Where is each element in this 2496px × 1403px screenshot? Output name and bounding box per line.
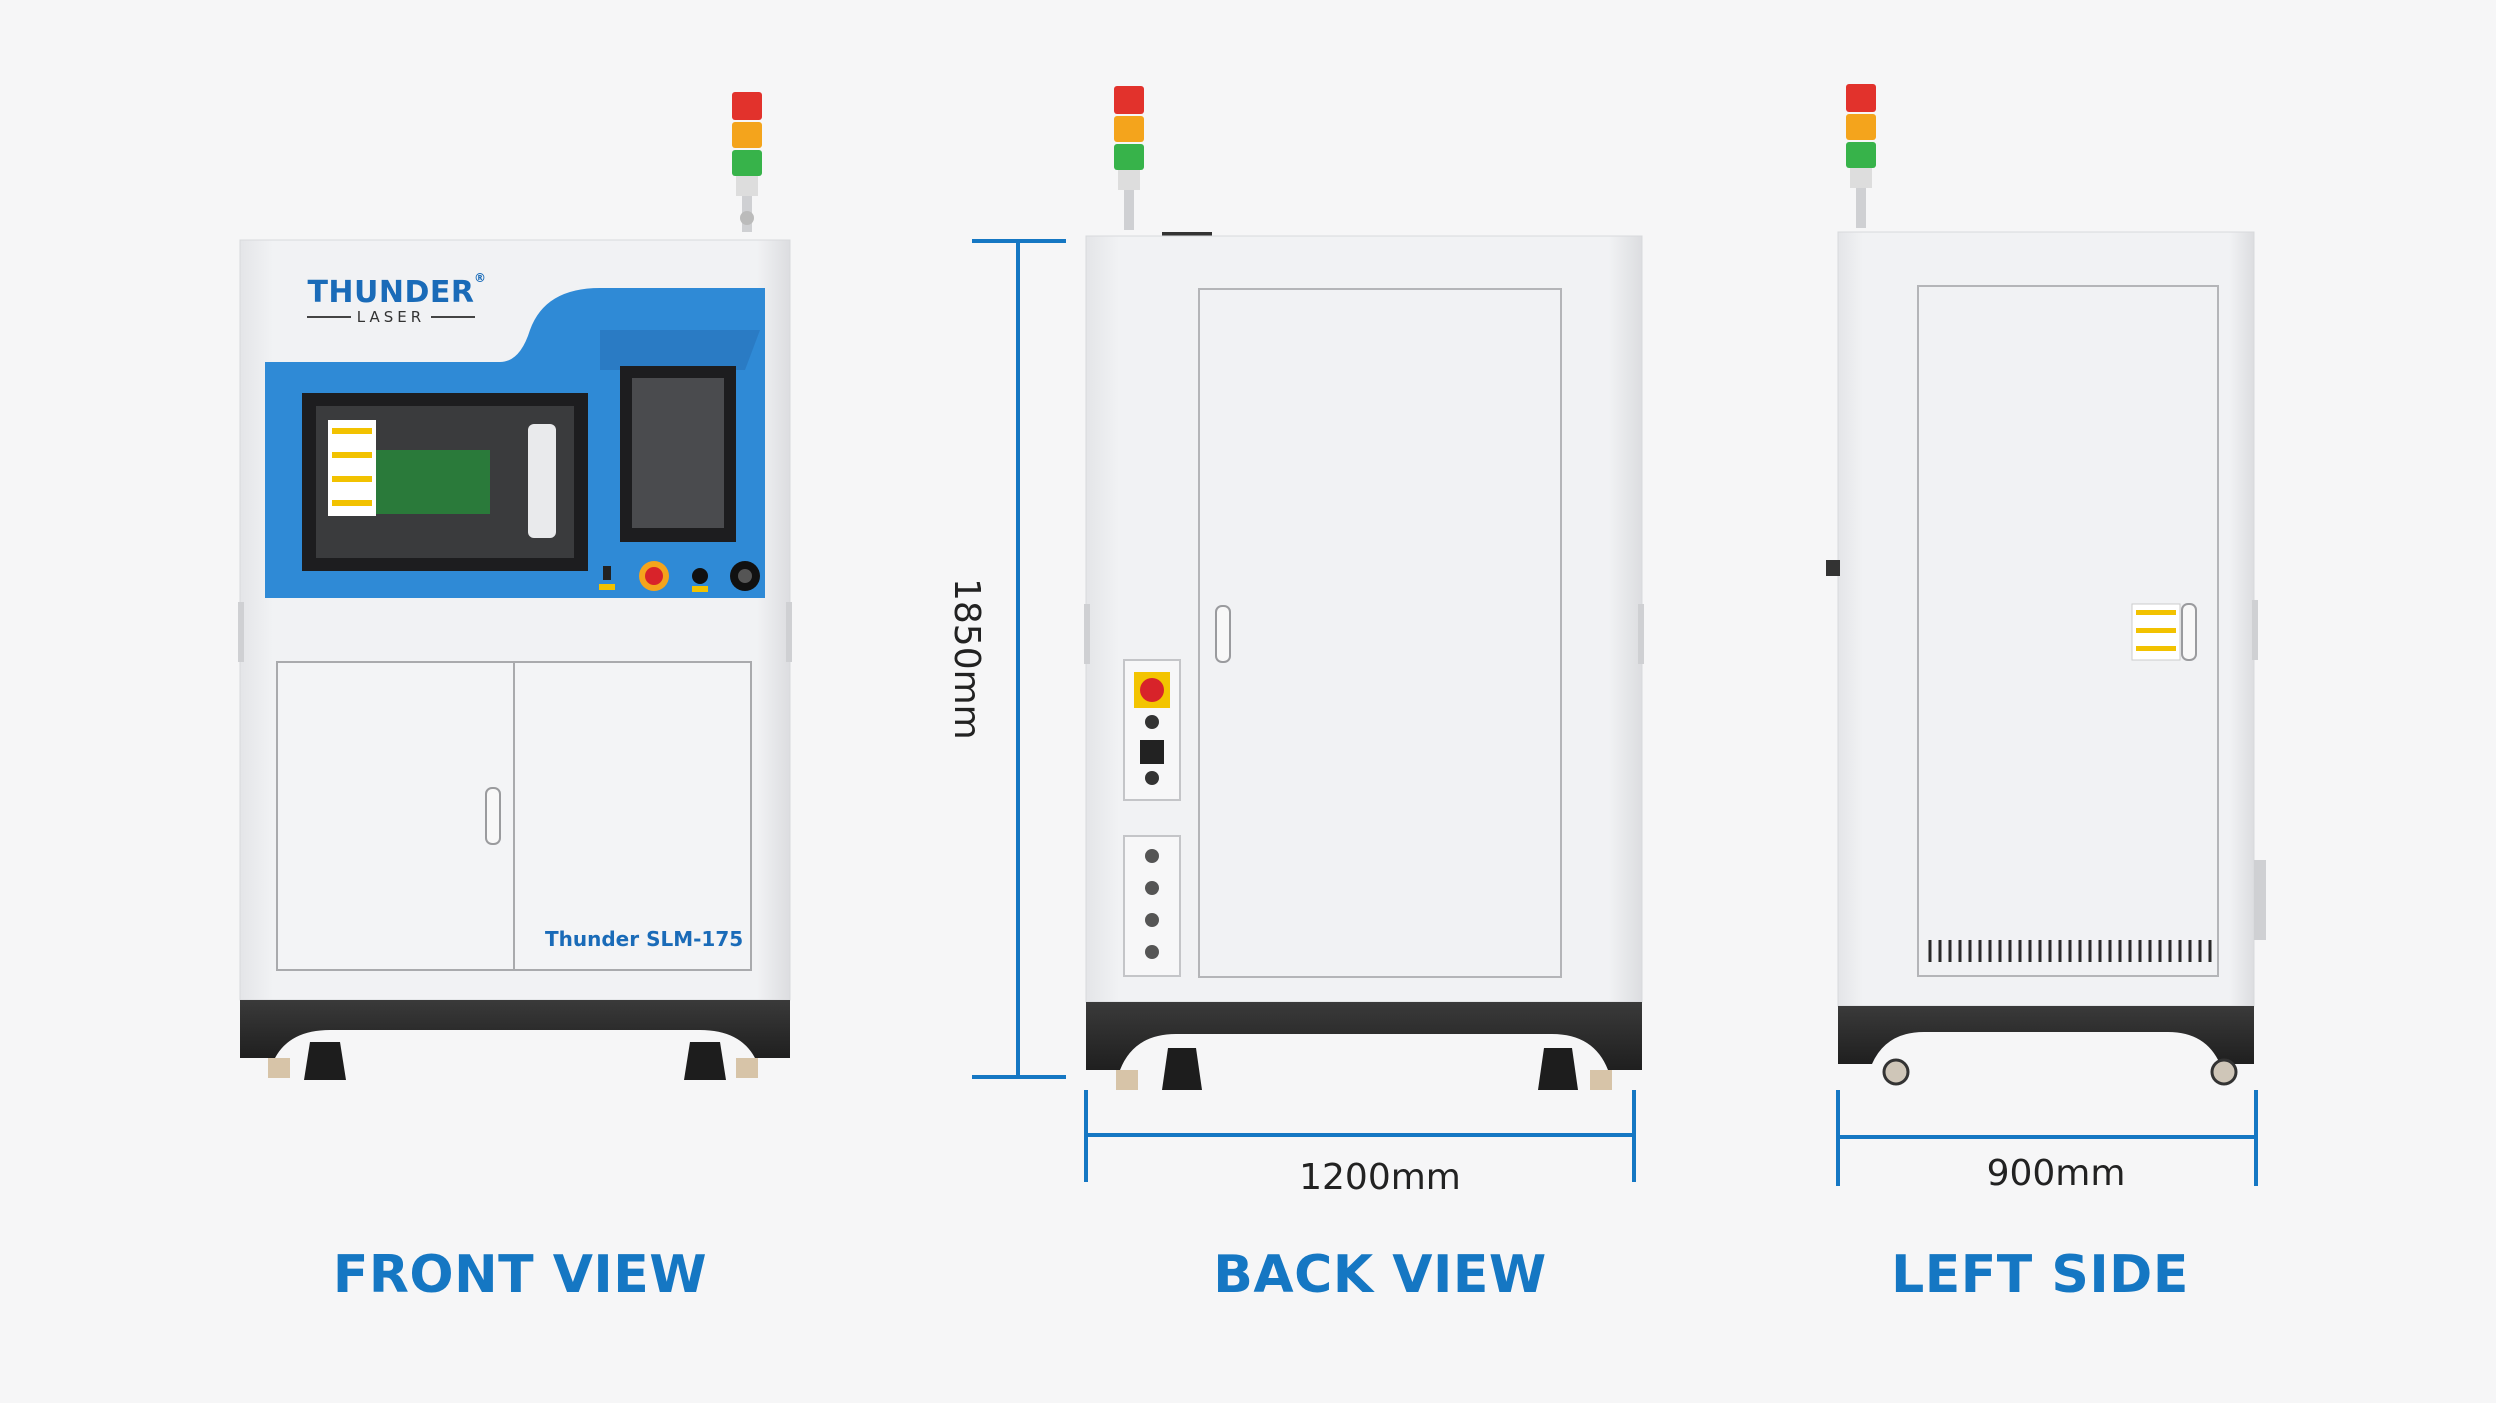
front-power-button	[692, 568, 708, 584]
brand-logo: THUNDER® LASER	[296, 271, 486, 326]
model-label: Thunder SLM-175	[545, 927, 744, 951]
height-dimension-label: 1850mm	[946, 578, 987, 740]
front-view-machine	[238, 92, 792, 1080]
back-door-handle	[1215, 605, 1231, 663]
back-view-caption: BACK VIEW	[1213, 1245, 1547, 1305]
front-chamber-glass	[376, 450, 490, 514]
front-window-handle	[528, 424, 556, 538]
left-door-handle	[2181, 603, 2197, 661]
back-view-machine	[1084, 86, 1644, 1090]
brand-registered-mark: ®	[474, 271, 487, 285]
left-side-machine	[1826, 84, 2266, 1086]
depth-dimension-line	[1836, 1090, 2258, 1186]
depth-dimension-label: 900mm	[1986, 1153, 2126, 1194]
width-dimension-label: 1200mm	[1299, 1157, 1461, 1198]
brand-name: THUNDER	[307, 275, 475, 310]
front-view-caption: FRONT VIEW	[332, 1245, 708, 1305]
brand-sub: LASER	[356, 308, 426, 326]
front-usb-port	[603, 566, 611, 580]
front-door-handle	[485, 787, 501, 845]
left-base	[1838, 1006, 2254, 1064]
back-door	[1198, 288, 1562, 978]
width-dimension-line	[1084, 1090, 1636, 1182]
left-signal-tower	[1846, 84, 1876, 228]
front-signal-tower	[732, 92, 762, 232]
front-base	[240, 1000, 790, 1058]
back-signal-tower	[1114, 86, 1144, 230]
height-dimension-line	[972, 239, 1066, 1079]
back-base	[1086, 1002, 1642, 1070]
left-side-caption: LEFT SIDE	[1891, 1245, 2189, 1305]
left-vent-grille	[1928, 940, 2212, 962]
